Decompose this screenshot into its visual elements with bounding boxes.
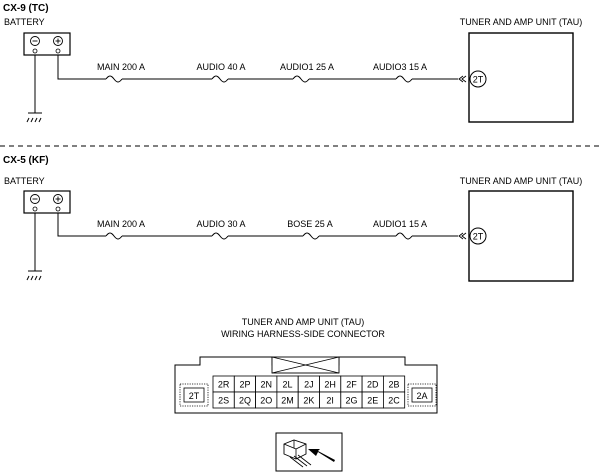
battery-symbol xyxy=(23,32,71,56)
section-title: CX-9 (TC) xyxy=(3,3,49,14)
fuse-label: BOSE 25 A xyxy=(287,219,333,229)
svg-text:2T: 2T xyxy=(189,391,200,401)
fuse-label: AUDIO 40 A xyxy=(196,62,245,72)
connector-pin-label: 2S xyxy=(218,396,229,406)
ground-symbol xyxy=(26,55,42,123)
power-wire xyxy=(57,55,458,83)
fuse-symbol xyxy=(211,232,229,240)
connector-pin-label: 2C xyxy=(388,396,400,406)
connector-pin-label: 2F xyxy=(346,380,357,390)
fuse-symbol xyxy=(395,75,413,83)
fuse-label: AUDIO 30 A xyxy=(196,219,245,229)
fuse-symbol xyxy=(211,75,229,83)
connector-pin-label: 2I xyxy=(326,396,334,406)
fuse-label: AUDIO1 15 A xyxy=(373,219,427,229)
connector-subtitle: WIRING HARNESS-SIDE CONNECTOR xyxy=(221,329,385,339)
fuse-symbol xyxy=(395,232,413,240)
svg-text:2A: 2A xyxy=(416,391,427,401)
connector-pin-label: 2G xyxy=(345,396,357,406)
arrow-icon xyxy=(308,449,335,462)
fuse-label: AUDIO1 25 A xyxy=(280,62,334,72)
terminal-label: 2T xyxy=(473,75,484,85)
connector-pin-label: 2K xyxy=(303,396,314,406)
connector-pin-grid: 2R 2P 2N 2L 2J 2H 2F 2D 2B 2S 2Q 2O 2M 2K 2I 2G 2E 2C xyxy=(212,375,406,409)
terminal-circle xyxy=(469,70,487,88)
connector-terminal-left: 2T xyxy=(179,383,209,407)
connector-pin-label: 2J xyxy=(304,380,314,390)
power-wire xyxy=(57,213,458,240)
fuse-symbol xyxy=(105,75,123,83)
fuse-symbol xyxy=(302,232,320,240)
connector-pin-label: 2O xyxy=(260,396,272,406)
unit-label: TUNER AND AMP UNIT (TAU) xyxy=(460,17,583,27)
fuse-label: AUDIO3 15 A xyxy=(373,62,427,72)
connector-pin-label: 2N xyxy=(260,380,272,390)
connector-pin-label: 2H xyxy=(324,380,336,390)
connector-pin-label: 2E xyxy=(367,396,378,406)
battery-symbol xyxy=(23,190,71,214)
terminal-label: 2T xyxy=(473,232,484,242)
connector-pin-cell xyxy=(382,391,406,409)
connector-title: TUNER AND AMP UNIT (TAU) xyxy=(242,317,365,327)
connector-pin-label: 2Q xyxy=(239,396,251,406)
battery-label: BATTERY xyxy=(4,176,45,186)
section-title: CX-5 (KF) xyxy=(3,155,49,166)
ground-symbol xyxy=(26,213,42,281)
connector-pin-label: 2L xyxy=(283,380,293,390)
fuse-symbol xyxy=(105,232,123,240)
connector-pin-label: 2P xyxy=(239,380,250,390)
connector-pin-label: 2M xyxy=(281,396,294,406)
harness-view-icon xyxy=(275,432,343,472)
fuse-label: MAIN 200 A xyxy=(97,219,145,229)
fuse-symbol xyxy=(292,75,310,83)
connector-chevron-icon xyxy=(458,75,467,83)
connector-terminal-right: 2A xyxy=(407,383,437,407)
section-cx9: CX-9 (TC) BATTERY xyxy=(3,3,583,123)
battery-label: BATTERY xyxy=(4,17,45,27)
connector-pin-label: 2D xyxy=(367,380,379,390)
connector-pin-label: 2B xyxy=(389,380,400,390)
fuse-label: MAIN 200 A xyxy=(97,62,145,72)
connector-section: TUNER AND AMP UNIT (TAU) WIRING HARNESS-… xyxy=(174,317,438,414)
connector-pin-label: 2R xyxy=(218,380,230,390)
unit-label: TUNER AND AMP UNIT (TAU) xyxy=(460,176,583,186)
section-cx5: CX-5 (KF) BATTERY xyxy=(3,155,583,282)
terminal-circle xyxy=(469,227,487,245)
connector-chevron-icon xyxy=(458,232,467,240)
